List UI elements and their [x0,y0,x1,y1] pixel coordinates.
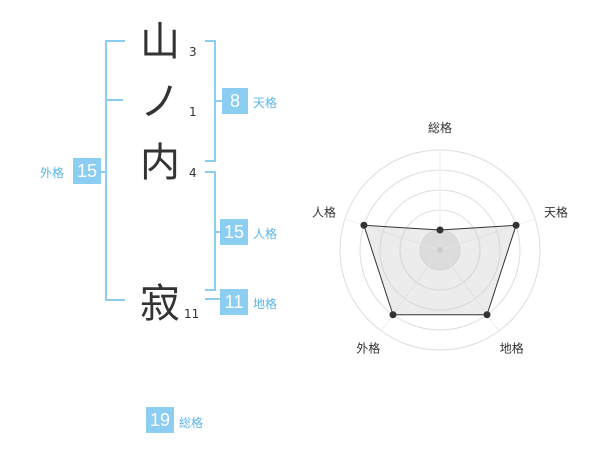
radar-point-天格 [512,221,520,229]
radar-axis-label: 総格 [428,120,452,135]
outer-bracket [105,40,125,301]
chikaku-connector [205,298,222,300]
stroke-count-4: 11 [184,307,200,321]
jinkaku-connector [215,231,222,233]
soukaku-label: 総格 [179,416,204,430]
chikaku-label: 地格 [253,297,278,311]
radar-point-総格 [436,226,444,234]
outer-bracket-tick [105,99,123,101]
outer-bracket-connector [96,171,106,173]
radar-series-area [363,224,517,316]
name-char-2: ノ [140,79,180,125]
gaikaku-value: 15 [73,158,101,184]
name-char-4: 寂 [140,281,180,327]
jinkaku-value: 15 [220,219,248,245]
stroke-count-3: 4 [189,166,197,180]
radar-point-地格 [483,311,491,319]
gaikaku-label: 外格 [40,166,65,180]
chikaku-value: 11 [220,289,248,315]
soukaku-value: 19 [146,407,174,433]
stroke-count-1: 3 [189,45,197,59]
tenkaku-value: 8 [222,88,248,114]
radar-axis-label: 人格 [312,204,336,219]
radar-axis-label: 外格 [356,341,380,356]
jinkaku-label: 人格 [253,227,278,241]
stroke-count-2: 1 [189,105,197,119]
name-char-3: 内 [140,140,180,186]
name-char-1: 山 [140,19,180,65]
radar-point-人格 [360,221,368,229]
radar-point-外格 [389,311,397,319]
radar-axis-label: 地格 [500,341,524,356]
radar-center-dot [437,247,443,253]
tenkaku-label: 天格 [253,96,278,110]
radar-axis-label: 天格 [544,204,568,219]
tenkaku-connector [215,100,222,102]
